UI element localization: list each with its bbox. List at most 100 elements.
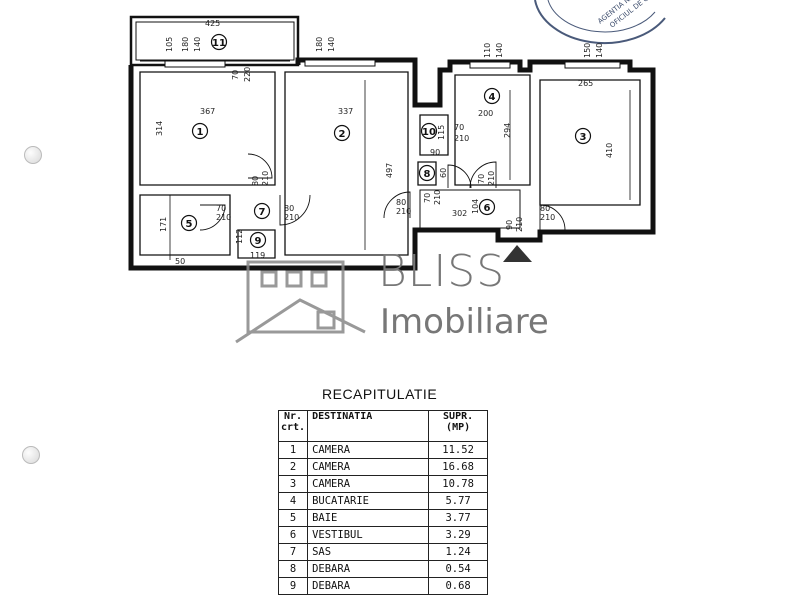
dim-vest-w: 302 (452, 209, 467, 218)
dim-balcony-w: 105 (165, 37, 174, 52)
dim-door-r2-w: 80 (284, 204, 294, 213)
dim-r4-w: 200 (478, 109, 493, 118)
dim-r1-win1: 70 (231, 70, 240, 80)
dim-door-r4-h: 210 (487, 171, 496, 186)
dim-door-entry-h: 210 (515, 217, 524, 232)
dim-r3-w: 265 (578, 79, 593, 88)
brand-name-bottom: Imobiliare (380, 302, 549, 342)
room-2-marker: 2 (333, 124, 351, 142)
cell-supr: 5.77 (428, 492, 489, 510)
cell-supr: 0.54 (428, 560, 489, 578)
dim-r4-win1: 110 (483, 43, 492, 58)
header-destinatia: DESTINATIA (307, 410, 430, 442)
room-6-label: 6 (484, 203, 491, 214)
cell-nr: 9 (277, 577, 309, 595)
cell-supr: 11.52 (428, 441, 489, 459)
cell-supr: 0.68 (428, 577, 489, 595)
header-nr-line1: Nr. (284, 411, 303, 422)
dim-vest-h: 104 (471, 199, 480, 214)
cell-dest: SAS (307, 543, 430, 561)
dim-door-r5-h: 210 (216, 213, 231, 222)
room-7-label: 7 (259, 207, 266, 218)
dim-balcony-len: 425 (205, 19, 220, 28)
dim-r2-h: 497 (385, 163, 394, 178)
brand-name-top: BLISS (378, 246, 506, 297)
dim-8-d: 60 (439, 168, 448, 178)
dim-r3-win1: 150 (583, 43, 592, 58)
room-3-marker: 3 (574, 127, 592, 145)
dim-5-b: 50 (175, 257, 185, 266)
header-supr: SUPR. (MP) (428, 410, 489, 442)
room-11-marker: 11 (210, 33, 228, 51)
header-nr-line2: crt. (281, 422, 306, 433)
dim-balcony-h2: 140 (193, 37, 202, 52)
room-2-label: 2 (339, 129, 346, 140)
dim-balcony-h1: 180 (181, 37, 190, 52)
dim-door-r3-h: 210 (540, 213, 555, 222)
bliss-house-logo-icon (235, 260, 366, 344)
cell-supr: 3.77 (428, 509, 489, 527)
dim-door-r5-w: 70 (216, 204, 226, 213)
dim-r3-win2: 140 (595, 43, 604, 58)
recap-header-row: Nr. crt. DESTINATIA SUPR. (MP) (277, 410, 489, 442)
cell-supr: 16.68 (428, 458, 489, 476)
room-10-label: 10 (422, 127, 436, 138)
dim-r4-win2: 140 (495, 43, 504, 58)
cell-nr: 6 (277, 526, 309, 544)
cell-nr: 3 (277, 475, 309, 493)
cell-dest: BAIE (307, 509, 430, 527)
room-3-label: 3 (580, 132, 587, 143)
dim-r4-h: 294 (503, 123, 512, 138)
dim-r1-h: 314 (155, 121, 164, 136)
dim-r1-win2: 220 (243, 67, 252, 82)
dim-door-r1-h: 210 (261, 171, 270, 186)
dim-r3-h: 410 (605, 143, 614, 158)
dim-door-r2-h: 210 (284, 213, 299, 222)
dim-10-d: 115 (437, 125, 446, 140)
room-4-label: 4 (489, 92, 496, 103)
dim-r1-w: 367 (200, 107, 215, 116)
room-markers: 1 2 3 4 5 6 7 8 9 10 11 (180, 33, 592, 249)
dim-r2-w: 337 (338, 107, 353, 116)
cell-dest: DEBARA (307, 577, 430, 595)
header-supr-line2: (MP) (446, 422, 471, 433)
floor-plan: AGENTIA NATIONALA DE OFICIUL DE CADASTRU… (128, 0, 720, 344)
cell-nr: 4 (277, 492, 309, 510)
room-1-label: 1 (197, 127, 204, 138)
room-10-marker: 10 (420, 122, 438, 140)
room-5-label: 5 (186, 219, 193, 230)
dim-door-r3-w: 80 (540, 204, 550, 213)
room-11-label: 11 (212, 38, 226, 49)
cell-dest: CAMERA (307, 475, 430, 493)
dim-10-b: 90 (430, 148, 440, 157)
room-6-marker: 6 (478, 198, 496, 216)
header-nr: Nr. crt. (277, 410, 309, 442)
dim-r2-win2: 140 (327, 37, 336, 52)
dim-door-r4-w: 70 (477, 174, 486, 184)
cell-nr: 7 (277, 543, 309, 561)
room-5-marker: 5 (180, 214, 198, 232)
cell-supr: 1.24 (428, 543, 489, 561)
cell-dest: DEBARA (307, 560, 430, 578)
cell-dest: VESTIBUL (307, 526, 430, 544)
dim-9-b: 119 (250, 251, 265, 260)
cell-nr: 5 (277, 509, 309, 527)
dim-door-8-w: 70 (423, 193, 432, 203)
recap-title: RECAPITULATIE (322, 386, 438, 402)
cell-nr: 2 (277, 458, 309, 476)
cell-supr: 3.29 (428, 526, 489, 544)
dim-door-entry-w: 90 (505, 220, 514, 230)
cell-dest: BUCATARIE (307, 492, 430, 510)
cell-nr: 1 (277, 441, 309, 459)
binder-hole-top (24, 146, 42, 164)
room-1-marker: 1 (191, 122, 209, 140)
cell-supr: 10.78 (428, 475, 489, 493)
